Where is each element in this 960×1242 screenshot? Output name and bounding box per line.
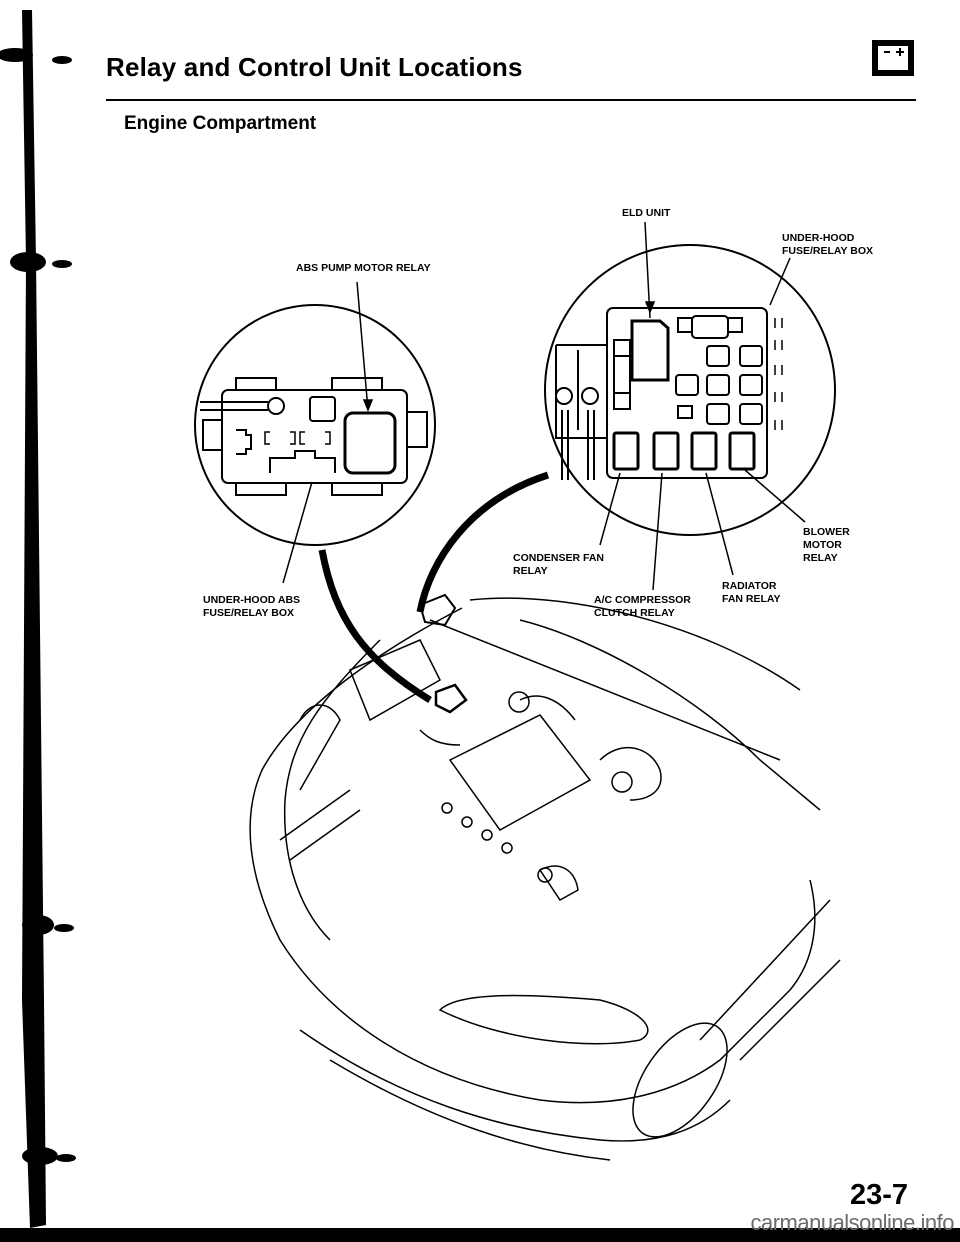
label-line: UNDER-HOOD ABS — [203, 594, 301, 606]
label-line: A/C COMPRESSOR — [594, 594, 691, 606]
binder-tab — [22, 1147, 58, 1165]
label-line: RELAY — [803, 552, 838, 564]
label-ac-compressor-clutch-relay: A/C COMPRESSOR CLUTCH RELAY — [594, 594, 691, 620]
binder-spine — [22, 10, 46, 1228]
footer-bar — [0, 1228, 960, 1242]
zoom-connector-right — [416, 471, 550, 613]
label-condenser-fan-relay: CONDENSER FAN RELAY — [513, 552, 604, 578]
label-line: MOTOR — [803, 539, 842, 551]
abs-box-detail-circle — [194, 304, 436, 546]
label-line: CLUTCH RELAY — [594, 607, 675, 619]
label-line: FUSE/RELAY BOX — [782, 245, 874, 257]
zoom-connector-left — [318, 549, 432, 703]
binder-tab — [22, 915, 54, 935]
label-under-hood-abs-fuse-relay-box: UNDER-HOOD ABS FUSE/RELAY BOX — [203, 594, 300, 620]
page-title: Relay and Control Unit Locations — [106, 52, 523, 82]
label-line: FUSE/RELAY BOX — [203, 607, 295, 619]
label-radiator-fan-relay: RADIATOR FAN RELAY — [722, 580, 781, 606]
binder-tab — [10, 252, 46, 272]
watermark: carmanualsonline.info — [750, 1210, 954, 1235]
battery-icon — [872, 40, 914, 76]
fuse-box-detail-circle — [544, 244, 836, 536]
leader-lines-right — [599, 221, 806, 591]
label-under-hood-fuse-relay-box: UNDER-HOOD FUSE/RELAY BOX — [782, 232, 873, 258]
binder-tab — [52, 260, 72, 268]
page-number: 23-7 — [849, 1179, 908, 1211]
section-heading: Engine Compartment — [124, 113, 317, 134]
leader-lines-left — [282, 281, 374, 584]
title-rule — [106, 99, 916, 101]
binder-tab — [0, 48, 33, 62]
car-engine-bay-drawing — [249, 593, 841, 1161]
label-line: RADIATOR — [722, 580, 777, 592]
label-line: RELAY — [513, 565, 548, 577]
label-eld-unit: ELD UNIT — [622, 207, 671, 219]
label-abs-pump-motor-relay: ABS PUMP MOTOR RELAY — [296, 262, 431, 274]
binder-tab — [54, 924, 74, 932]
label-line: CONDENSER FAN — [513, 552, 605, 564]
binder-tab — [56, 1154, 76, 1162]
binder-tab — [52, 56, 72, 64]
label-line: FAN RELAY — [722, 593, 781, 605]
label-line: UNDER-HOOD — [782, 232, 855, 244]
label-blower-motor-relay: BLOWER MOTOR RELAY — [803, 526, 850, 565]
label-line: BLOWER — [803, 526, 850, 538]
